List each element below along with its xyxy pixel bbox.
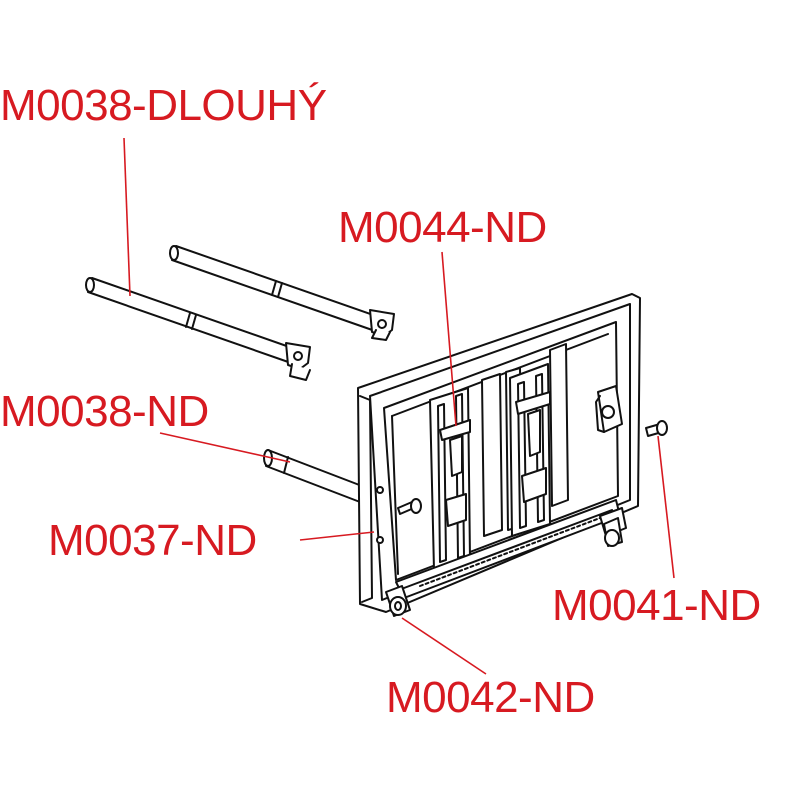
short-rod — [263, 449, 363, 503]
long-rod-back — [169, 245, 395, 341]
leader-m0038-nd — [159, 432, 291, 463]
label-m0038-nd: M0038-ND — [0, 387, 209, 436]
label-m0044-nd: M0044-ND — [338, 203, 547, 252]
leader-m0042-nd — [401, 617, 487, 675]
label-m0038-dlouhy: M0038-DLOUHÝ — [0, 81, 327, 130]
bottom-clip-left — [385, 585, 411, 617]
leader-m0044-nd — [441, 251, 457, 427]
label-m0042-nd: M0042-ND — [386, 673, 595, 722]
label-m0041-nd: M0041-ND — [552, 581, 761, 630]
leader-m0037-nd — [299, 531, 375, 541]
leader-m0038-dlouhy — [123, 137, 131, 297]
loose-screw — [645, 420, 668, 437]
long-rod-front — [85, 277, 311, 381]
right-bracket — [595, 385, 623, 433]
slide-guide-right — [509, 343, 569, 537]
frame-screw-left — [397, 498, 422, 515]
bottom-clip-right — [603, 517, 623, 547]
label-m0037-nd: M0037-ND — [48, 516, 257, 565]
leader-m0041-nd — [657, 435, 675, 579]
